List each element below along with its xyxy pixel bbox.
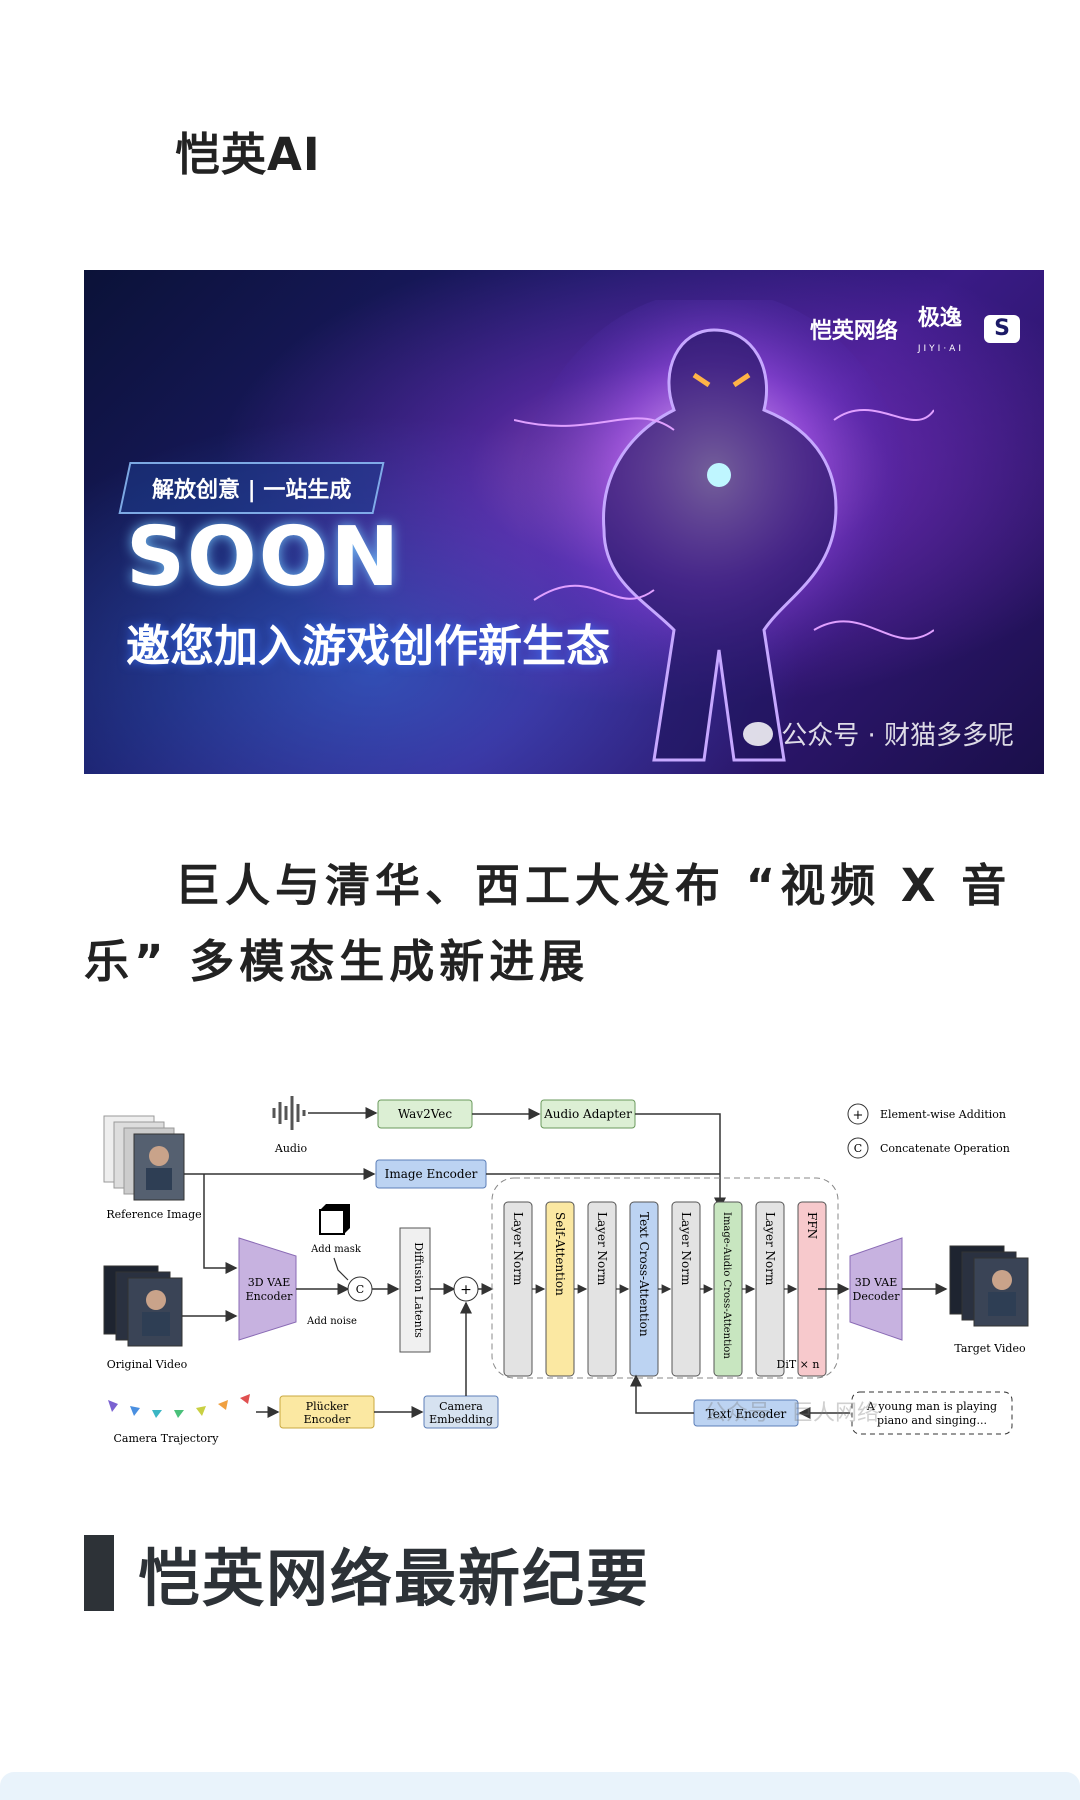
section-label: 恺英AI [175, 128, 321, 181]
architecture-diagram: Audio Wav2Vec Audio Adapter Reference Im… [103, 1096, 1029, 1445]
audio-label: Audio [274, 1142, 308, 1155]
target-video-label: Target Video [954, 1342, 1026, 1355]
audio-adapter-label: Audio Adapter [543, 1107, 632, 1121]
plucker-encoder-label-1: Plücker [306, 1400, 349, 1413]
reference-image-stack [103, 1115, 185, 1201]
banner-watermark: 公众号 · 财猫多多呢 [743, 715, 1014, 752]
image-encoder-label: Image Encoder [385, 1167, 478, 1181]
concat-symbol: C [356, 1283, 364, 1296]
plucker-encoder-label-2: Encoder [304, 1413, 351, 1426]
mask-cube-icon [319, 1204, 350, 1235]
dit-block-label-2: Self-Attention [553, 1212, 567, 1296]
vae-decoder-label-2: Decoder [853, 1290, 901, 1303]
audio-waveform-icon [272, 1096, 306, 1130]
text-encoder-label: Text Encoder [706, 1407, 787, 1421]
legend-add-node [847, 1103, 869, 1125]
legend-concat-node [847, 1137, 869, 1159]
legend-concat-label: Concatenate Operation [880, 1142, 1010, 1155]
wav2vec-label: Wav2Vec [398, 1107, 453, 1121]
banner-slogan: 邀您加入游戏创作新生态 [126, 621, 610, 672]
wechat-icon [743, 721, 774, 746]
heading-accent-bar [84, 1535, 114, 1611]
original-video-label: Original Video [107, 1358, 188, 1371]
banner-headline: SOON [126, 510, 402, 605]
jiyi-logo: 极逸 JIYI·AI [917, 306, 964, 354]
dit-block-label-8: FFN [805, 1212, 819, 1239]
reference-image-label: Reference Image [106, 1208, 201, 1221]
dit-block-label-1: Layer Norm [511, 1212, 525, 1286]
camera-trajectory-label: Camera Trajectory [114, 1432, 220, 1445]
dit-block-label-6: Image-Audio Cross-Attention [721, 1212, 732, 1359]
diagram-watermark: 公众号 · 巨人网络 [704, 1401, 879, 1426]
vae-decoder-block [849, 1237, 903, 1341]
add-mask-label: Add mask [310, 1244, 362, 1255]
dit-repeat-label: DiT × n [777, 1358, 820, 1371]
section-heading: 恺英网络最新纪要 [84, 1528, 650, 1618]
kaiying-logo: 恺英网络 [809, 318, 898, 344]
camera-embedding-label-2: Embedding [429, 1413, 493, 1426]
svg-text:+: + [853, 1108, 864, 1123]
vae-encoder-label-1: 3D VAE [248, 1276, 291, 1289]
dit-block-label-5: Layer Norm [679, 1212, 693, 1286]
dit-block-label-3: Layer Norm [595, 1212, 609, 1286]
prompt-line-1: A young man is playing [866, 1400, 997, 1413]
diffusion-latents-label: Diffusion Latents [412, 1242, 425, 1338]
add-symbol: + [460, 1282, 472, 1298]
camera-embedding-label-1: Camera [439, 1400, 483, 1413]
banner-pill: 解放创意 | 一站生成 [118, 462, 385, 514]
dit-block-container [491, 1177, 839, 1379]
add-noise-label: Add noise [306, 1316, 357, 1327]
dit-block-label-4: Text Cross-Attention [637, 1212, 651, 1337]
dit-block-label-7: Layer Norm [763, 1212, 777, 1286]
svg-text:C: C [854, 1142, 862, 1155]
article-title[interactable]: 巨人与清华、西工大发布 “视频 X 音乐” 多模态生成新进展 [84, 859, 1012, 988]
heading-text: 恺英网络最新纪要 [138, 1542, 651, 1615]
target-video-stack [949, 1245, 1029, 1327]
original-video-stack [103, 1265, 183, 1347]
prompt-line-2: piano and singing... [877, 1414, 987, 1427]
vae-decoder-label-1: 3D VAE [855, 1276, 898, 1289]
camera-trajectory-icon [108, 1394, 250, 1418]
text-prompt-box [851, 1391, 1013, 1435]
brand-logos: 恺英网络 极逸 JIYI·AI S [810, 300, 1020, 357]
vae-encoder-label-2: Encoder [246, 1290, 293, 1303]
diffusion-latents-box [399, 1227, 431, 1353]
promo-banner[interactable]: 恺英网络 极逸 JIYI·AI S 解放创意 | 一站生成 SOON 邀您加入游… [84, 270, 1044, 774]
legend-add-label: Element-wise Addition [880, 1108, 1006, 1121]
energy-figure-illustration [514, 300, 934, 762]
vae-encoder-block [238, 1237, 297, 1341]
bottom-toolbar-edge [0, 1772, 1080, 1800]
camera-embedding-box [423, 1395, 499, 1429]
s-logo-icon: S [984, 314, 1020, 343]
